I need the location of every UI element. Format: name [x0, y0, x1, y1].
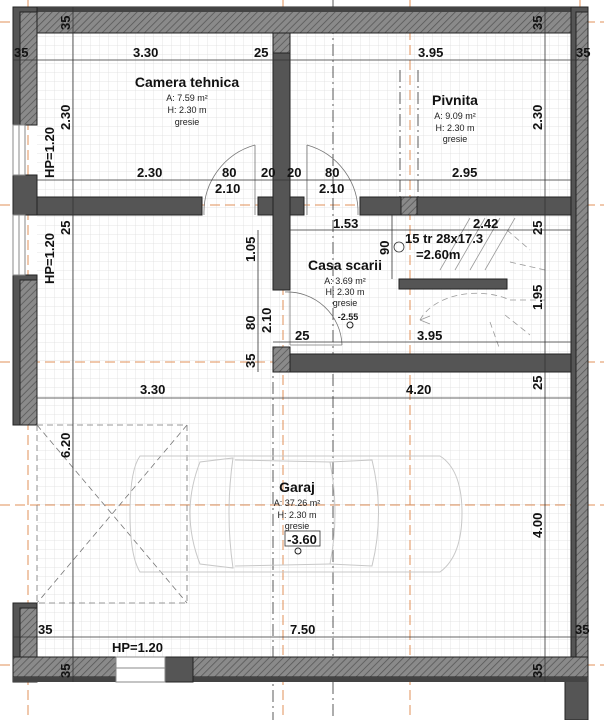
dimension-labels: 35 3.30 25 3.95 35 2.30 80 2.10 20 20 80…: [14, 16, 590, 678]
svg-text:2.10: 2.10: [319, 181, 344, 196]
svg-text:1.95: 1.95: [530, 285, 545, 310]
svg-text:20: 20: [287, 165, 301, 180]
svg-text:A: 3.69 m²: A: 3.69 m²: [324, 276, 366, 286]
svg-text:25: 25: [295, 328, 309, 343]
svg-text:Pivnita: Pivnita: [432, 92, 478, 108]
svg-text:35: 35: [576, 45, 590, 60]
svg-text:35: 35: [58, 664, 73, 678]
room-camera-tehnica: Camera tehnica A: 7.59 m² H: 2.30 m gres…: [135, 74, 239, 127]
room-garaj: Garaj A: 37.26 m² H: 2.30 m gresie -3.60: [274, 479, 321, 555]
svg-text:gresie: gresie: [333, 298, 358, 308]
level-marker: -3.60: [287, 532, 317, 547]
svg-text:25: 25: [254, 45, 268, 60]
svg-text:Camera tehnica: Camera tehnica: [135, 74, 239, 90]
svg-text:6.20: 6.20: [58, 433, 73, 458]
svg-text:80: 80: [222, 165, 236, 180]
svg-text:3.95: 3.95: [417, 328, 442, 343]
svg-text:3.30: 3.30: [140, 382, 165, 397]
svg-text:=2.60m: =2.60m: [416, 247, 460, 262]
svg-text:25: 25: [530, 376, 545, 390]
svg-text:4.00: 4.00: [530, 513, 545, 538]
svg-text:3.95: 3.95: [418, 45, 443, 60]
svg-text:gresie: gresie: [443, 134, 468, 144]
svg-text:20: 20: [261, 165, 275, 180]
svg-text:35: 35: [575, 622, 589, 637]
svg-text:gresie: gresie: [285, 521, 310, 531]
svg-text:A: 37.26 m²: A: 37.26 m²: [274, 498, 321, 508]
car-outline: [129, 455, 463, 573]
room-pivnita: Pivnita A: 9.09 m² H: 2.30 m gresie: [432, 92, 478, 144]
svg-text:35: 35: [38, 622, 52, 637]
svg-text:25: 25: [530, 221, 545, 235]
svg-text:80: 80: [243, 316, 258, 330]
svg-text:80: 80: [325, 165, 339, 180]
svg-text:15 tr 28x17.3: 15 tr 28x17.3: [405, 231, 483, 246]
window-label: HP=1.20: [42, 127, 57, 178]
garage-opening: [36, 424, 188, 604]
svg-text:7.50: 7.50: [290, 622, 315, 637]
svg-text:90: 90: [377, 241, 392, 255]
svg-text:A: 9.09 m²: A: 9.09 m²: [434, 111, 476, 121]
svg-text:gresie: gresie: [175, 117, 200, 127]
walls: [12, 6, 589, 720]
doors: [203, 144, 359, 346]
windows: [12, 124, 166, 683]
svg-text:3.30: 3.30: [133, 45, 158, 60]
window-label: HP=1.20: [42, 233, 57, 284]
svg-text:2.42: 2.42: [473, 216, 498, 231]
svg-text:2.30: 2.30: [58, 105, 73, 130]
svg-text:H: 2.30 m: H: 2.30 m: [167, 105, 206, 115]
svg-text:1.05: 1.05: [243, 237, 258, 262]
svg-text:2.30: 2.30: [530, 105, 545, 130]
svg-text:35: 35: [58, 16, 73, 30]
svg-text:H: 2.30 m: H: 2.30 m: [325, 287, 364, 297]
svg-text:2.30: 2.30: [137, 165, 162, 180]
svg-text:H: 2.30 m: H: 2.30 m: [435, 123, 474, 133]
window-label: HP=1.20: [112, 640, 163, 655]
svg-text:4.20: 4.20: [406, 382, 431, 397]
svg-text:35: 35: [243, 354, 258, 368]
staircase: [393, 217, 546, 351]
svg-text:A: 7.59 m²: A: 7.59 m²: [166, 93, 208, 103]
svg-text:H: 2.30 m: H: 2.30 m: [277, 510, 316, 520]
dimension-lines: [13, 7, 588, 682]
room-casa-scarii: Casa scarii A: 3.69 m² H: 2.30 m gresie …: [308, 257, 382, 329]
svg-text:2.10: 2.10: [259, 308, 274, 333]
svg-text:35: 35: [530, 664, 545, 678]
svg-text:35: 35: [530, 16, 545, 30]
svg-text:25: 25: [58, 221, 73, 235]
svg-text:35: 35: [14, 45, 28, 60]
svg-text:Casa scarii: Casa scarii: [308, 257, 382, 273]
stair-label: 15 tr 28x17.3 =2.60m: [405, 231, 483, 262]
svg-text:2.10: 2.10: [215, 181, 240, 196]
svg-text:2.95: 2.95: [452, 165, 477, 180]
svg-text:Garaj: Garaj: [279, 479, 315, 495]
svg-text:1.53: 1.53: [333, 216, 358, 231]
svg-text:-2.55: -2.55: [338, 312, 359, 322]
